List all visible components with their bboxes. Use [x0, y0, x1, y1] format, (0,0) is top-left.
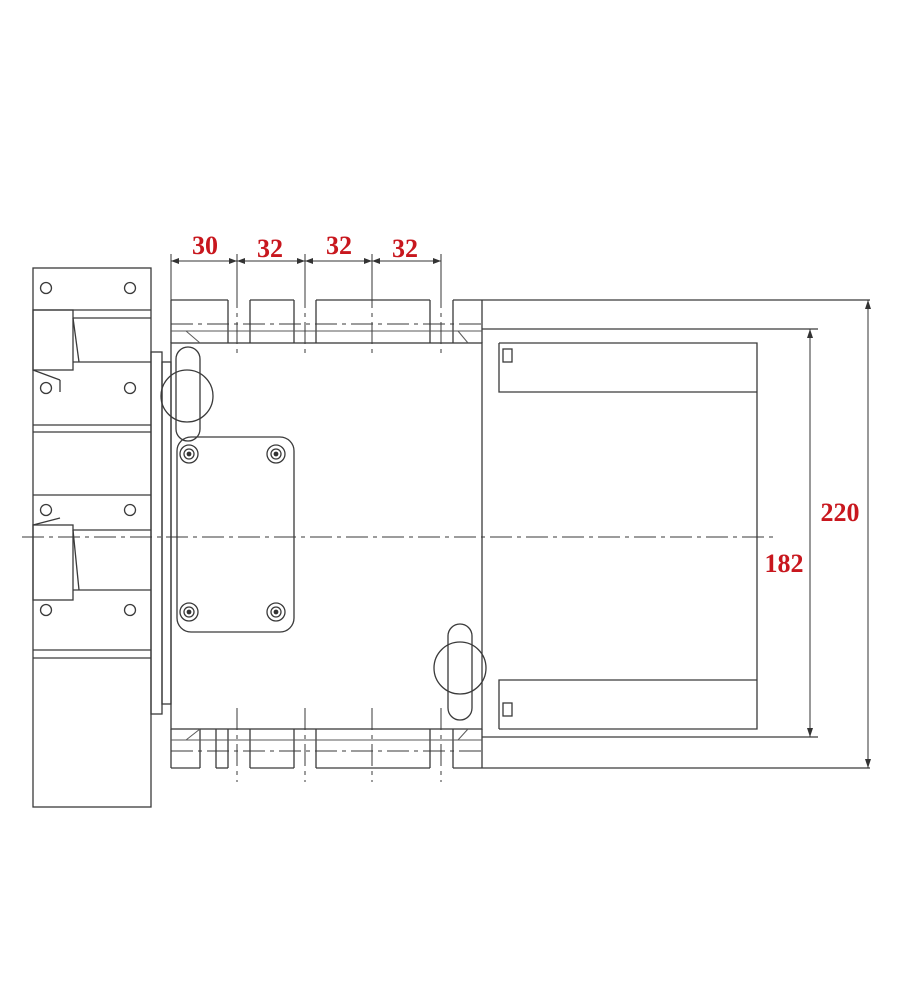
- dim-label-182: 182: [765, 549, 804, 578]
- center-lines: [22, 286, 775, 782]
- height-220-dimension: [865, 300, 871, 768]
- dim-label-32-c: 32: [392, 234, 418, 263]
- height-182-dimension: [807, 329, 813, 737]
- main-body: [170, 299, 483, 769]
- dim-label-220: 220: [821, 498, 860, 527]
- top-handle: [160, 346, 214, 442]
- bolt-hole: [179, 602, 199, 622]
- dim-label-32-b: 32: [326, 231, 352, 260]
- bolt-hole: [266, 444, 286, 464]
- bolt-hole: [266, 602, 286, 622]
- bottom-handle: [433, 623, 487, 721]
- left-flange: [32, 267, 152, 808]
- bolt-hole: [179, 444, 199, 464]
- spacer-plate: [150, 351, 172, 715]
- adapter-plate: [176, 436, 295, 633]
- top-dimension-line: [170, 254, 442, 300]
- right-jaw: [482, 299, 870, 769]
- dim-label-30: 30: [192, 231, 218, 260]
- dim-label-32-a: 32: [257, 234, 283, 263]
